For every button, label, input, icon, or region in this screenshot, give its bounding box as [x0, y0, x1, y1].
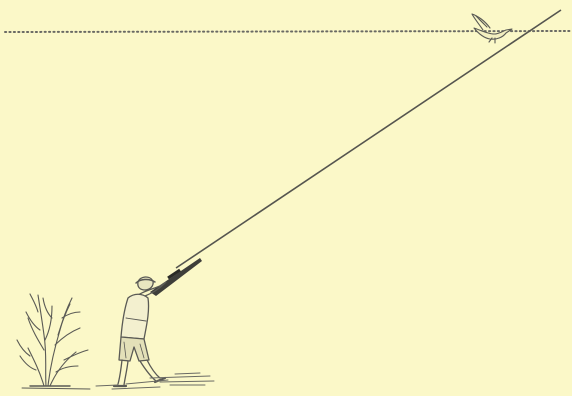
bird-in-flight [472, 14, 512, 43]
line-of-aim [176, 10, 561, 268]
shotgun [150, 258, 202, 296]
bare-shrub [17, 294, 90, 389]
